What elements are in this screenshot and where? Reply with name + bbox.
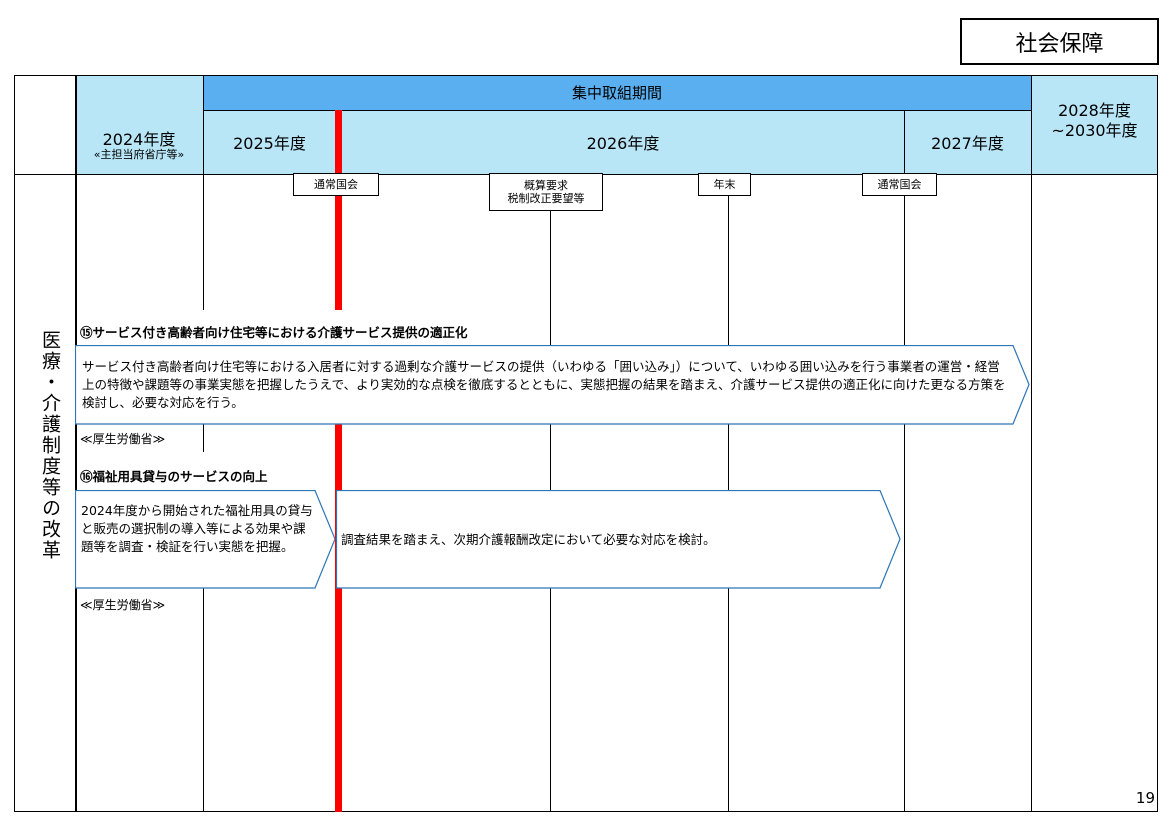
- year-2027-label: 2027年度: [931, 134, 1004, 153]
- header-2027: 2027年度: [904, 110, 1031, 174]
- year-2025-label: 2025年度: [233, 134, 306, 153]
- marker-year-end: 年末: [698, 173, 751, 196]
- intensive-period-header: 集中取組期間: [203, 75, 1031, 110]
- category-badge: 社会保障: [960, 18, 1159, 65]
- marker-label: 通常国会: [877, 178, 922, 191]
- item-15-text: サービス付き高齢者向け住宅等における入居者に対する過剰な介護サービスの提供（いわ…: [82, 359, 1006, 410]
- item-16-arrow-2: [336, 490, 901, 589]
- item-16-title: ⑯福祉用具貸与のサービスの向上: [80, 469, 268, 484]
- marker-label: 通常国会: [314, 178, 358, 191]
- item-15-ministry: ≪厚生労働省≫: [80, 432, 166, 446]
- item-15-title: ⑮サービス付き高齢者向け住宅等における介護サービス提供の適正化: [80, 325, 468, 340]
- item-16-text-2: 調査結果を踏まえ、次期介護報酬改定において必要な対応を検討。: [341, 532, 716, 547]
- grid-line: [1031, 75, 1032, 812]
- grid-line: [904, 110, 905, 812]
- marker-ordinary-diet-2: 通常国会: [862, 173, 937, 196]
- lead-ministry-label: «主担当府省庁等»: [93, 147, 185, 161]
- header-2025: 2025年度: [203, 110, 336, 174]
- marker-label: 概算要求: [524, 179, 568, 192]
- header-2028-bg: [1031, 75, 1158, 174]
- ministry-gap: [77, 590, 202, 612]
- title-gap: [77, 310, 547, 346]
- header-2024-bg: [75, 75, 203, 174]
- item-16-text-1: 2024年度から開始された福祉用具の貸与と販売の選択制の導入等による効果や課題等…: [81, 503, 313, 554]
- header-2028-2030: 2028年度 ~2030年度: [1031, 96, 1158, 146]
- period-line: [203, 110, 1031, 111]
- grid-line: [203, 75, 204, 812]
- header-2024: 2024年度 «主担当府省庁等»: [75, 118, 203, 174]
- year-2030-label: ~2030年度: [1051, 121, 1138, 140]
- header-2026: 2026年度: [342, 110, 904, 174]
- table-frame: [14, 75, 1158, 812]
- milestone-red-line: [335, 110, 342, 812]
- grid-line: [75, 75, 77, 812]
- page-number: 19: [1135, 789, 1155, 807]
- section-label: 医療・介護制度等の改革: [39, 330, 61, 561]
- item-16-arrow-1: [75, 490, 336, 589]
- marker-ordinary-diet-1: 通常国会: [293, 173, 379, 196]
- item-15-arrow: [75, 345, 1030, 425]
- year-2028-label: 2028年度: [1058, 101, 1131, 120]
- year-2026-label: 2026年度: [586, 134, 660, 153]
- marker-label: 年末: [713, 178, 736, 191]
- marker-label: 税制改正要望等: [507, 192, 585, 205]
- intensive-period-label: 集中取組期間: [571, 84, 662, 102]
- title-gap: [77, 452, 335, 490]
- item-16-ministry: ≪厚生労働省≫: [80, 598, 166, 612]
- marker-budget-request: 概算要求 税制改正要望等: [489, 173, 603, 211]
- year-2024-label: 2024年度: [102, 130, 176, 150]
